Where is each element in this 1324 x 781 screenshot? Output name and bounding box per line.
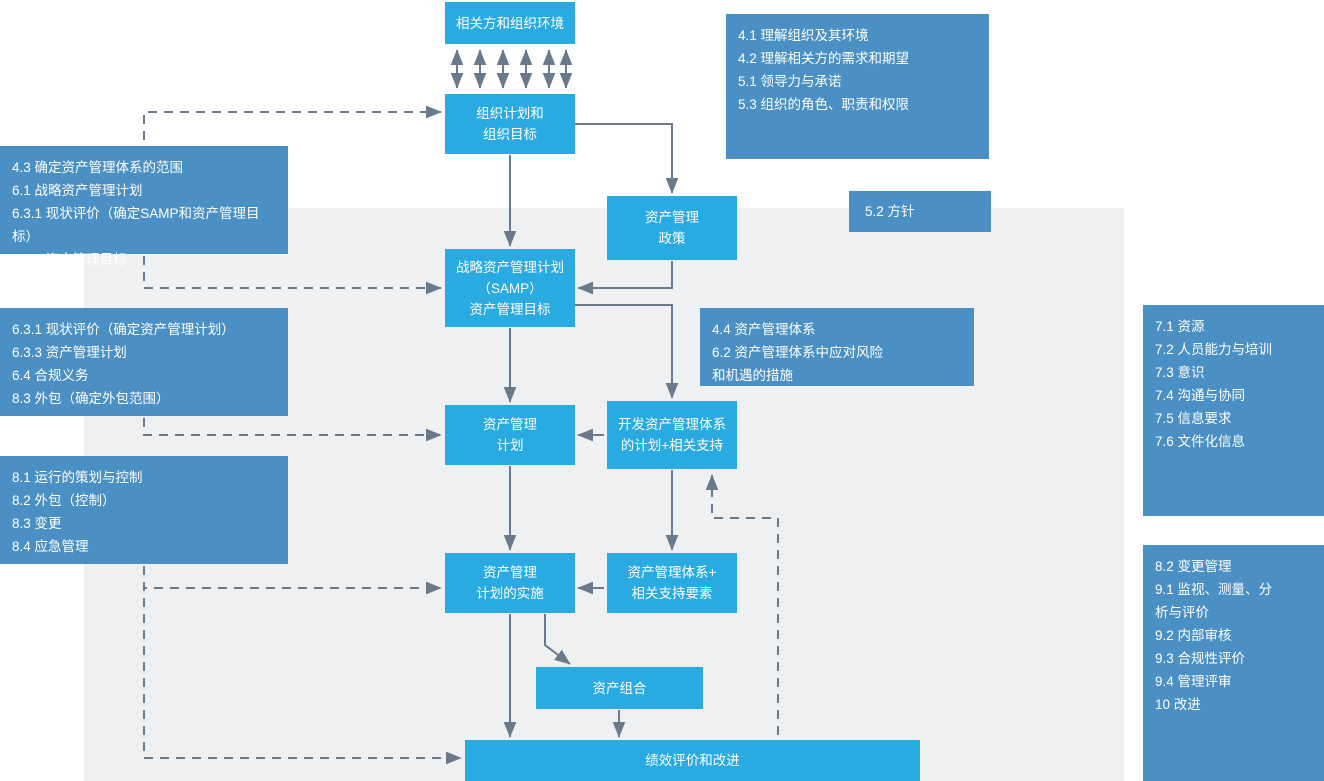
node-am-policy[interactable]: 资产管理 政策 <box>607 196 737 260</box>
node-develop-plan[interactable]: 开发资产管理体系 的计划+相关支持 <box>607 401 737 469</box>
note-risk-opportunity: 4.4 资产管理体系 6.2 资产管理体系中应对风险 和机遇的措施 <box>700 308 974 386</box>
note-improvement: 8.2 变更管理 9.1 监视、测量、分 析与评价 9.2 内部审核 9.3 合… <box>1143 545 1324 781</box>
note-scope: 4.3 确定资产管理体系的范围 6.1 战略资产管理计划 6.3.1 现状评价（… <box>0 146 288 267</box>
note-support: 7.1 资源 7.2 人员能力与培训 7.3 意识 7.4 沟通与协同 7.5 … <box>1143 305 1324 516</box>
node-org-plan[interactable]: 组织计划和 组织目标 <box>445 94 575 154</box>
node-samp[interactable]: 战略资产管理计划 （SAMP） 资产管理目标 <box>445 249 575 327</box>
note-top-right: 4.1 理解组织及其环境 4.2 理解相关方的需求和期望 5.1 领导力与承诺 … <box>726 14 989 159</box>
note-asset-management-plan: 6.3.1 现状评价（确定资产管理计划） 6.3.3 资产管理计划 6.4 合规… <box>0 308 288 416</box>
note-operation: 8.1 运行的策划与控制 8.2 外包（控制） 8.3 变更 8.4 应急管理 <box>0 456 288 564</box>
node-stakeholders[interactable]: 相关方和组织环境 <box>445 2 575 44</box>
node-asset-portfolio[interactable]: 资产组合 <box>536 667 703 709</box>
node-am-plan-implementation[interactable]: 资产管理 计划的实施 <box>445 553 575 613</box>
node-ams-support-elements[interactable]: 资产管理体系+ 相关支持要素 <box>607 553 737 613</box>
node-policy-5-2[interactable]: 5.2 方针 <box>849 191 991 232</box>
node-am-plan[interactable]: 资产管理 计划 <box>445 405 575 465</box>
node-performance-evaluation[interactable]: 绩效评价和改进 <box>465 740 920 781</box>
